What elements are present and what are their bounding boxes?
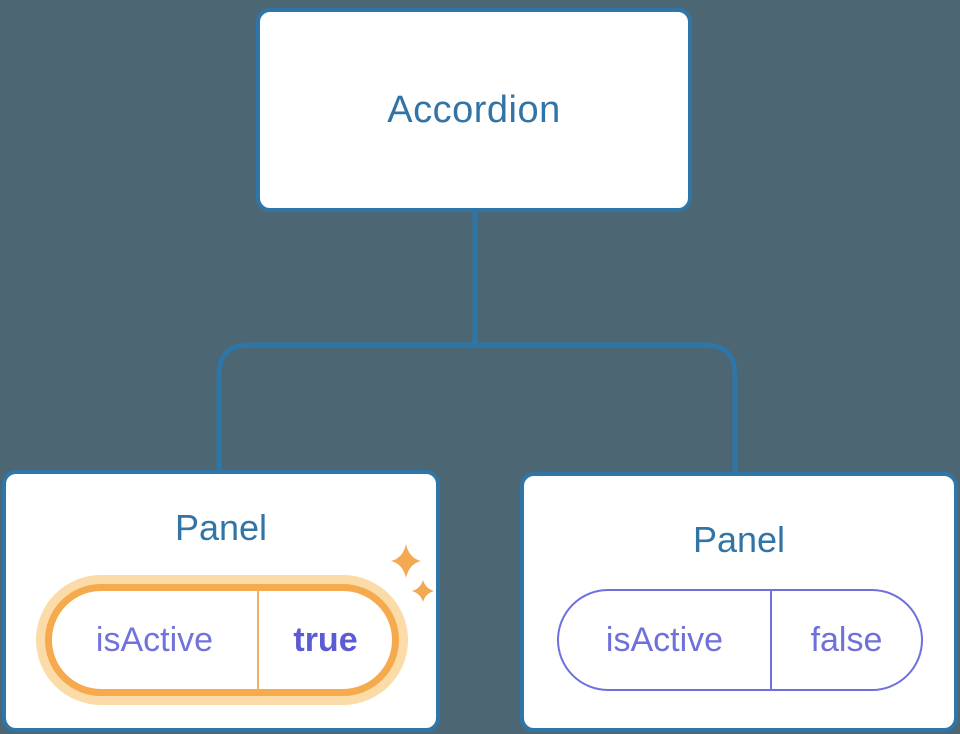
pill-divider	[770, 591, 772, 689]
panel-node-inactive: Panel isActive false	[520, 472, 958, 732]
connector-branches	[216, 342, 738, 472]
pill-divider	[257, 591, 259, 689]
state-value: false	[810, 621, 883, 659]
panel-node-label: Panel	[692, 519, 786, 560]
panel-node-active: Panel isActive true	[2, 470, 440, 732]
panel-node-label: Panel	[174, 507, 268, 548]
accordion-node: Accordion	[256, 8, 692, 212]
state-name: isActive	[605, 621, 724, 659]
state-pill-inactive: isActive false	[557, 589, 923, 691]
state-value: true	[293, 621, 358, 659]
state-pill-active: isActive true	[45, 584, 399, 696]
accordion-node-label: Accordion	[387, 88, 561, 131]
state-name: isActive	[95, 621, 214, 659]
